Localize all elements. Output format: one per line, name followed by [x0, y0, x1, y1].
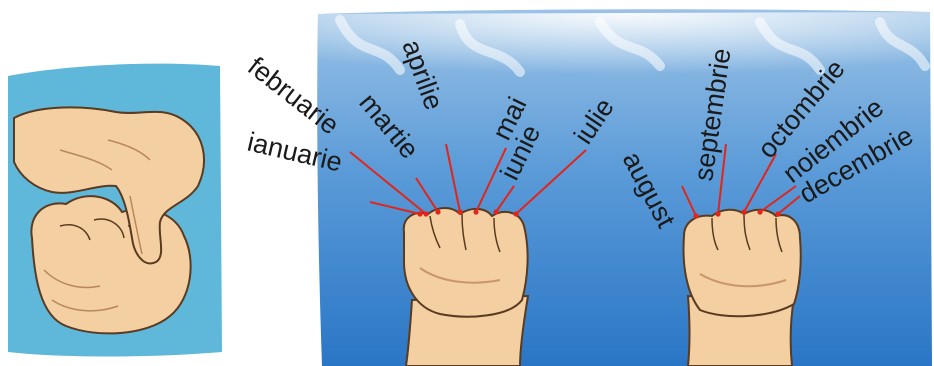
dot-februarie — [423, 211, 428, 216]
fist-left-shape — [404, 208, 528, 317]
dot-iulie — [513, 211, 518, 216]
dot-decembrie — [775, 211, 780, 216]
dot-aprilie — [457, 209, 462, 214]
fist-right — [684, 210, 801, 366]
dot-noiembrie — [757, 209, 762, 214]
dot-mai — [473, 209, 478, 214]
left-fist — [31, 196, 190, 333]
dot-ianuarie — [417, 211, 422, 216]
dot-octombrie — [741, 209, 746, 214]
dot-septembrie — [715, 211, 720, 216]
fist-left — [404, 208, 528, 366]
left-hand-panel — [8, 64, 222, 357]
dot-iunie — [493, 209, 498, 214]
dot-martie — [435, 209, 440, 214]
dot-august — [693, 213, 698, 218]
fist-right-shape — [684, 210, 801, 317]
